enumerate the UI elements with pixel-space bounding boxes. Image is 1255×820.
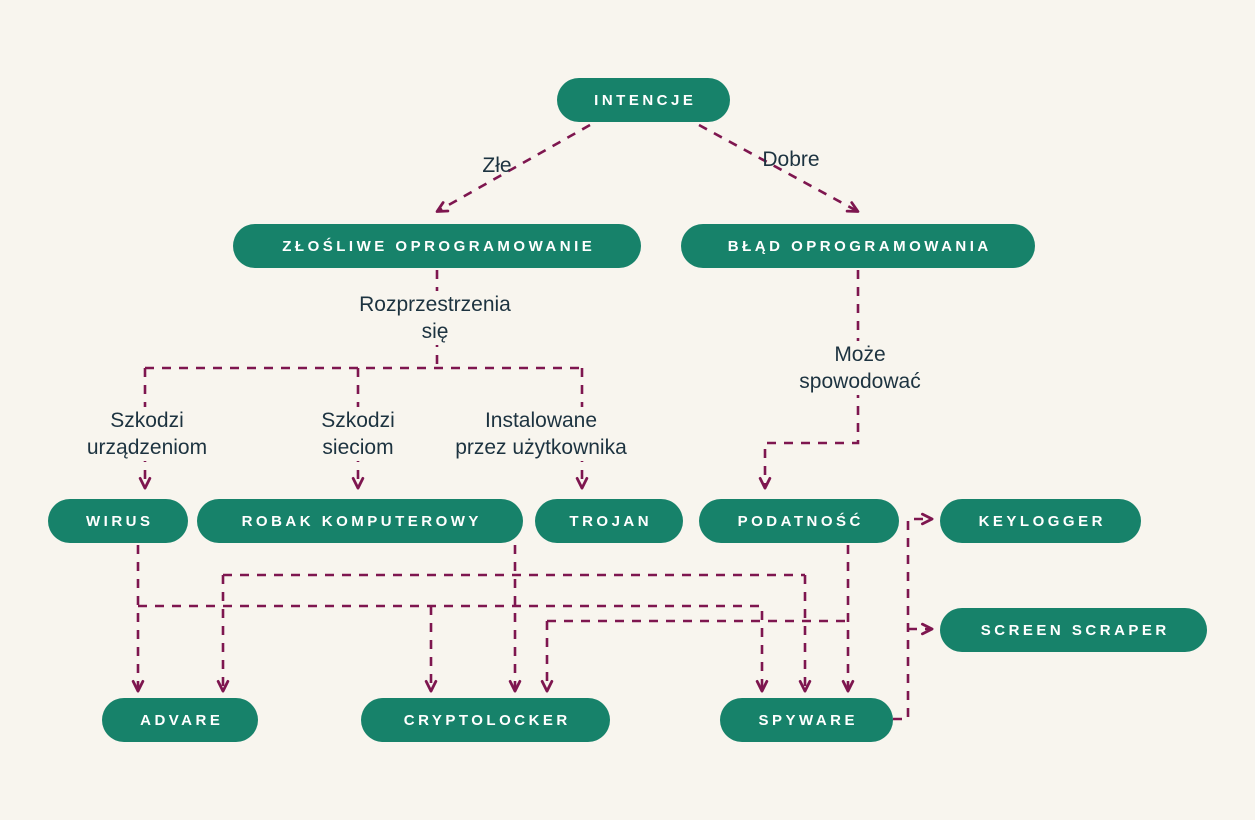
node-screen-scraper: SCREEN SCRAPER — [940, 608, 1207, 652]
node-keylogger: KEYLOGGER — [940, 499, 1141, 543]
node-intencje: INTENCJE — [557, 78, 730, 122]
node-cryptolocker: CRYPTOLOCKER — [361, 698, 610, 742]
node-podatnosc: PODATNOŚĆ — [699, 499, 899, 543]
edge-label-dobre: Dobre — [762, 148, 820, 171]
edge-label-moze-spowodowac: Może spowodować — [770, 341, 950, 395]
edge-label-rozprzestrzenia-sie: Rozprzestrzenia się — [330, 291, 540, 345]
edge-label-szkodzi-sieciom: Szkodzi sieciom — [283, 407, 433, 461]
node-trojan: TROJAN — [535, 499, 683, 543]
node-wirus: WIRUS — [48, 499, 188, 543]
node-blad-oprogramowania: BŁĄD OPROGRAMOWANIA — [681, 224, 1035, 268]
node-zlosliwe-oprogramowanie: ZŁOŚLIWE OPROGRAMOWANIE — [233, 224, 641, 268]
node-advare: ADVARE — [102, 698, 258, 742]
node-spyware: SPYWARE — [720, 698, 893, 742]
node-robak-komputerowy: ROBAK KOMPUTEROWY — [197, 499, 523, 543]
edge-label-instalowane-przez-uzytkownika: Instalowane przez użytkownika — [426, 407, 656, 461]
edge-label-zle: Złe — [482, 154, 512, 177]
edge-label-szkodzi-urzadzeniom: Szkodzi urządzeniom — [47, 407, 247, 461]
